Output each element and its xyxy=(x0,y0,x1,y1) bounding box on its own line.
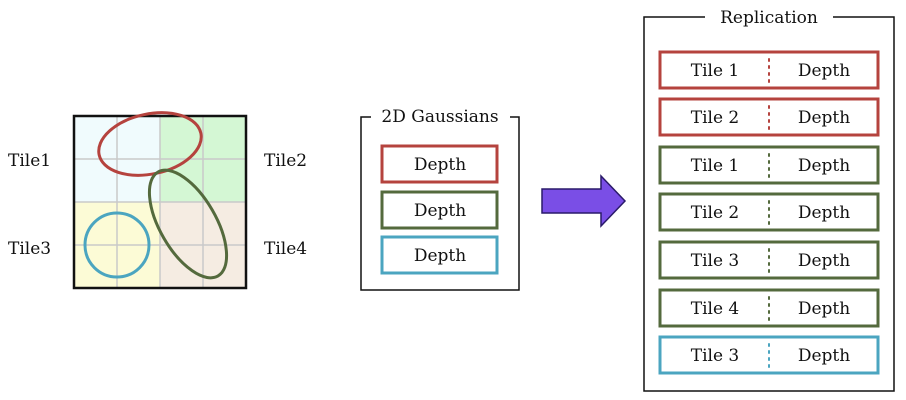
replication-row-5-tile: Tile 3 xyxy=(691,251,740,271)
replication-row-1-tile: Tile 1 xyxy=(691,61,740,81)
gaussians-panel-frame xyxy=(360,116,520,291)
tile4-label: Tile4 xyxy=(264,239,307,259)
replication-row-4-tile: Tile 2 xyxy=(691,203,740,223)
gaussian-depth-label-cyan: Depth xyxy=(414,246,466,266)
replication-row-2-tile: Tile 2 xyxy=(691,108,740,128)
replication-panel-frame xyxy=(643,16,895,392)
replication-row-7-depth: Depth xyxy=(798,346,850,366)
replication-panel: Replication Tile 1 Depth Tile 2 Depth Ti… xyxy=(643,8,895,392)
replication-row-1-depth: Depth xyxy=(798,61,850,81)
replication-row-3-depth: Depth xyxy=(798,156,850,176)
cyan-gaussian-circle xyxy=(83,211,151,279)
gaussian-depth-box-red xyxy=(380,144,499,184)
right-arrow-icon xyxy=(541,174,627,228)
replication-row-2-depth: Depth xyxy=(798,108,850,128)
gaussian-depth-box-cyan xyxy=(380,235,499,275)
tile2-label: Tile2 xyxy=(264,151,307,171)
replication-row-4-depth: Depth xyxy=(798,203,850,223)
tile3-label: Tile3 xyxy=(8,239,51,259)
gaussian-depth-box-green xyxy=(380,190,499,230)
replication-row-6-depth: Depth xyxy=(798,299,850,319)
tile-grid xyxy=(72,111,248,290)
tile-grid-border xyxy=(72,114,248,290)
replication-panel-title: Replication xyxy=(720,8,818,28)
replication-row-6-tile: Tile 4 xyxy=(691,299,740,319)
gaussians-panel-title: 2D Gaussians xyxy=(381,107,498,127)
gaussian-depth-label-green: Depth xyxy=(414,201,466,221)
grid-lines xyxy=(74,116,246,288)
tile1-label: Tile1 xyxy=(8,151,51,171)
replication-row-3-tile: Tile 1 xyxy=(691,156,740,176)
green-gaussian-ellipse xyxy=(147,168,229,280)
replication-row-7-tile: Tile 3 xyxy=(691,346,740,366)
gaussians-panel: 2D Gaussians Depth Depth Depth xyxy=(360,107,520,291)
replication-row-5-depth: Depth xyxy=(798,251,850,271)
gaussian-depth-label-red: Depth xyxy=(414,155,466,175)
